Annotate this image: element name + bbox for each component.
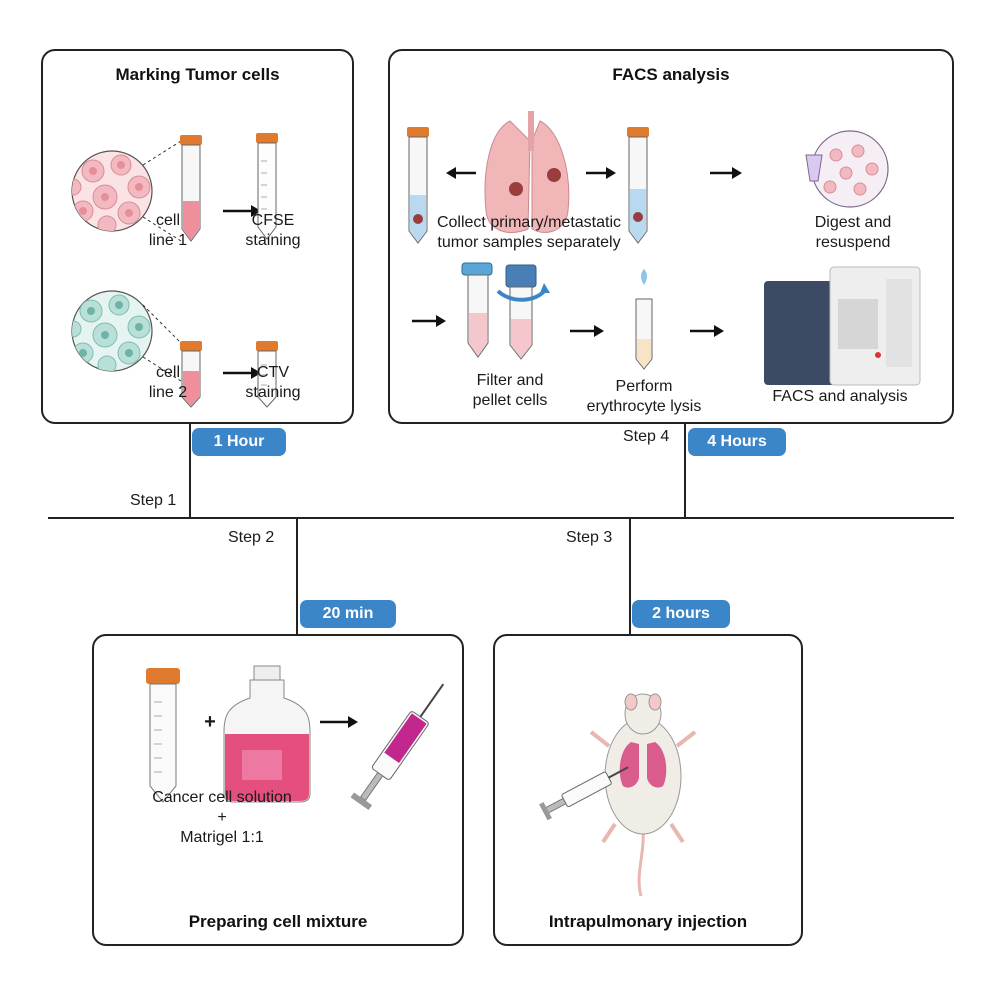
marking-panel-title: Marking Tumor cells — [115, 65, 280, 84]
timeline-main-line — [48, 517, 954, 519]
step-1-label: Step 1 — [130, 492, 177, 509]
cell-line-1-label: cell line 1 — [148, 212, 188, 249]
mouse-injection-illustration — [539, 693, 697, 897]
facs-analysis-panel: FACS analysis Collect primary/metastatic… — [388, 49, 954, 424]
facs-row-1-illustration — [407, 111, 889, 244]
digest-resuspend-label: Digest and resuspend — [814, 214, 892, 251]
cell-mixture-illustration — [146, 665, 445, 810]
step3-connector — [629, 518, 631, 634]
step2-connector — [296, 518, 298, 634]
cancer-cell-solution-label: Cancer cell solution + Matrigel 1:1 — [152, 789, 292, 846]
cell-line-2-illustration — [71, 290, 278, 408]
cell-line-1-illustration — [71, 133, 278, 242]
step4-connector — [684, 424, 686, 518]
duration-badge-2hours: 2 hours — [632, 600, 730, 628]
step-4-label: Step 4 — [623, 428, 670, 445]
mixture-panel-title: Preparing cell mixture — [188, 912, 368, 931]
facs-row-2-illustration — [412, 262, 921, 386]
duration-badge-4hours: 4 Hours — [688, 428, 786, 456]
ctv-staining-label: CTV staining — [245, 364, 301, 401]
cfse-staining-label: CFSE staining — [245, 212, 301, 249]
facs-panel-title: FACS analysis — [612, 65, 730, 84]
step1-connector — [189, 424, 191, 518]
step-3-label: Step 3 — [566, 529, 613, 546]
facs-analysis-label: FACS and analysis — [772, 388, 908, 405]
intrapulmonary-injection-panel: Intrapulmonary injection — [493, 634, 803, 946]
collect-samples-label: Collect primary/metastatic tumor samples… — [436, 214, 622, 251]
erythrocyte-lysis-label: Perform erythrocyte lysis — [586, 378, 702, 415]
injection-panel-title: Intrapulmonary injection — [548, 912, 748, 931]
filter-pellet-label: Filter and pellet cells — [472, 372, 548, 409]
preparing-cell-mixture-panel: + Cancer cell solution + Matrigel 1:1 Pr… — [92, 634, 464, 946]
plus-sign: + — [204, 711, 216, 733]
duration-badge-20min: 20 min — [300, 600, 396, 628]
cell-line-2-label: cell line 2 — [148, 364, 188, 401]
duration-badge-1hour: 1 Hour — [192, 428, 286, 456]
marking-tumor-cells-panel: Marking Tumor cells cell line 1 CFSE sta… — [41, 49, 354, 424]
step-2-label: Step 2 — [228, 529, 275, 546]
